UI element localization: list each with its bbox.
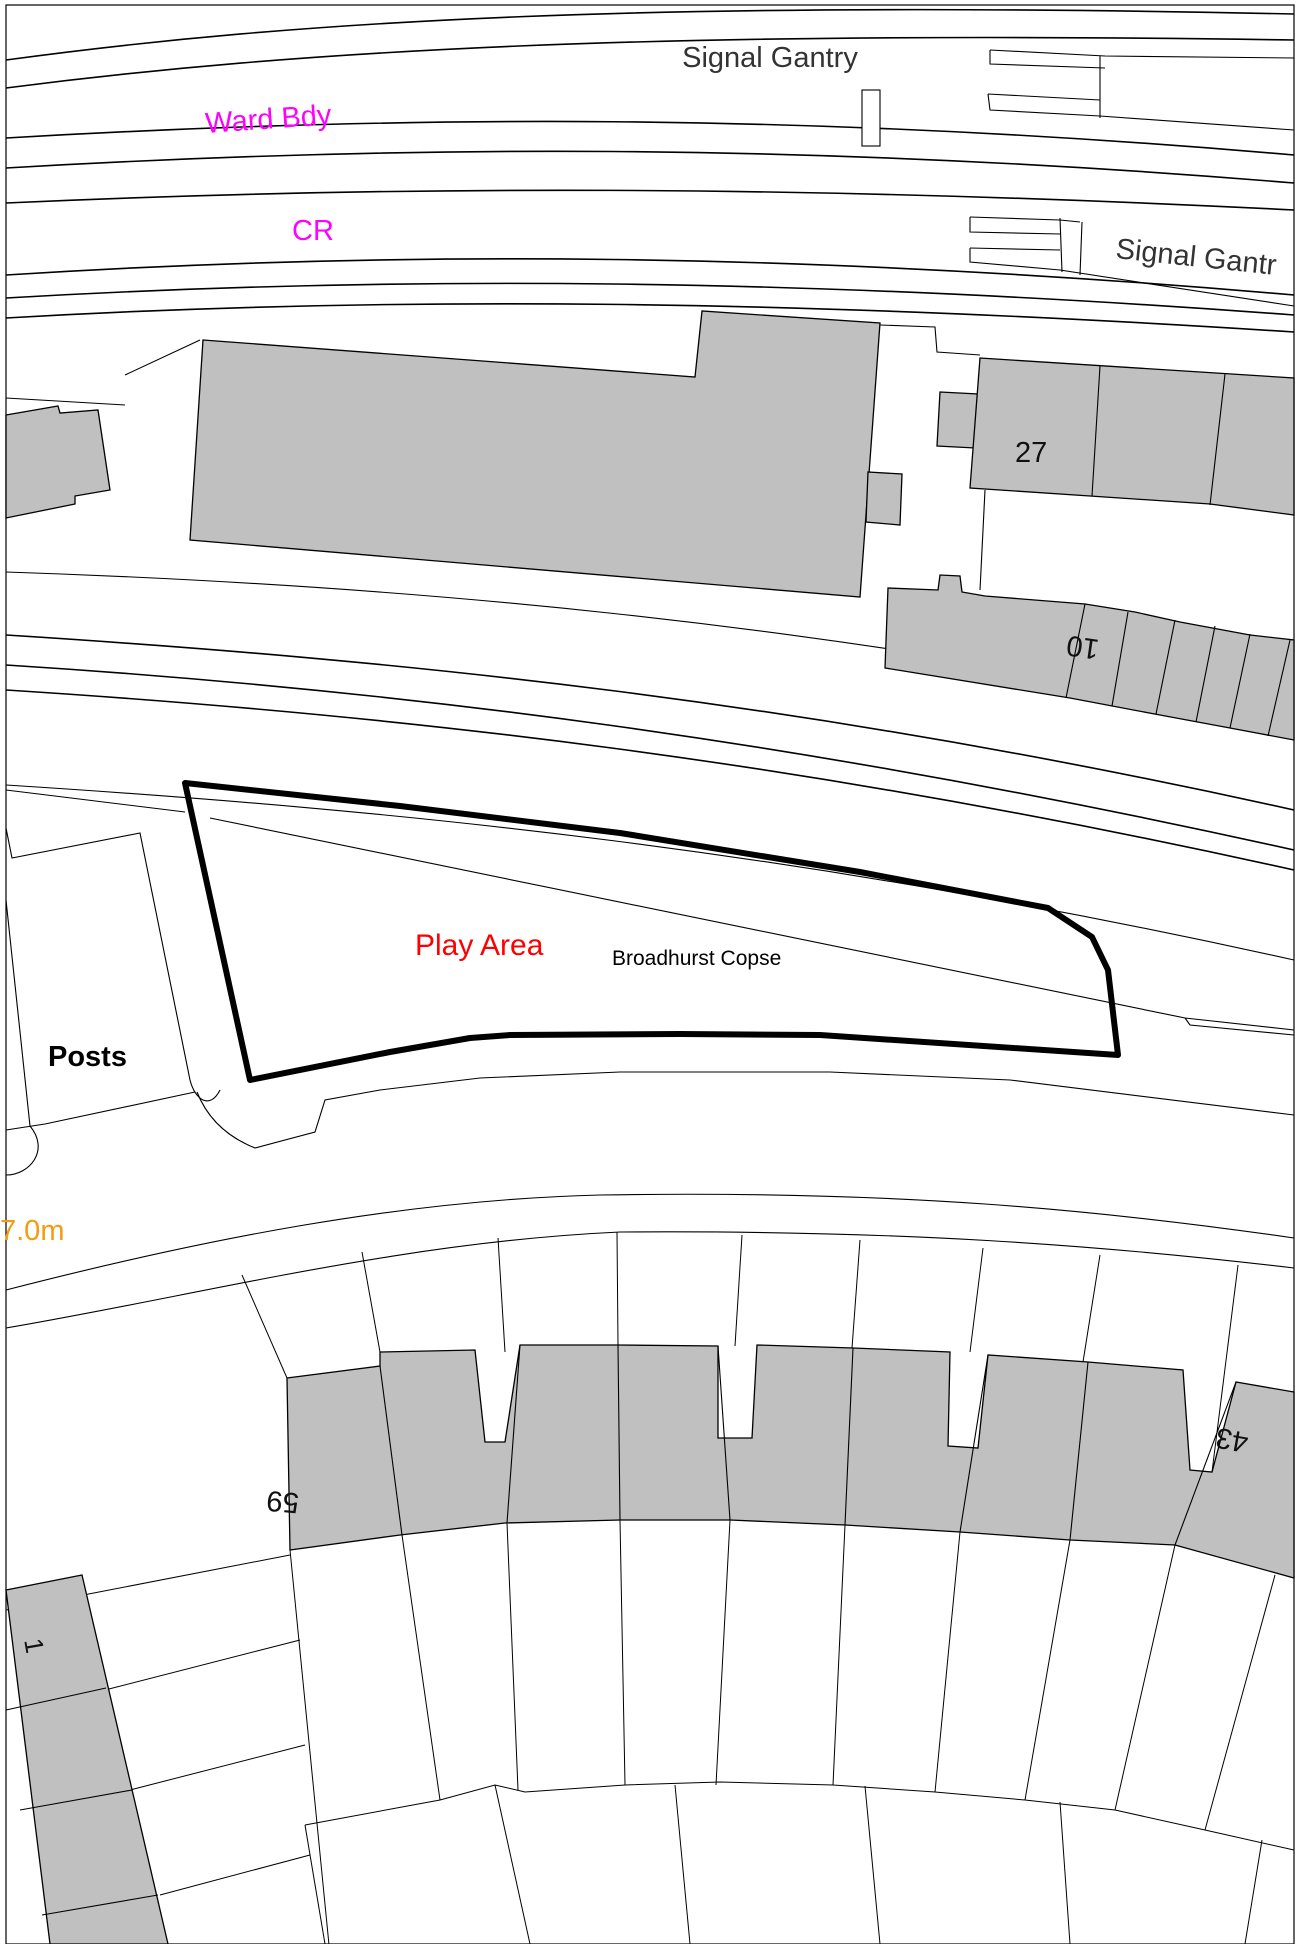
footpath-line bbox=[124, 339, 201, 376]
building-terrace-10 bbox=[884, 574, 1295, 741]
label-signal-gantry-south: Signal Gantr bbox=[1114, 233, 1278, 282]
copse-edge bbox=[1184, 1017, 1295, 1036]
house-number-43: 43 bbox=[1213, 1421, 1250, 1458]
house-number-1: 1 bbox=[18, 1636, 50, 1655]
road-south-edge bbox=[5, 1193, 1295, 1291]
signal-gantry-south bbox=[969, 216, 1295, 307]
plot-posts bbox=[5, 827, 221, 1102]
footpath-line bbox=[5, 397, 126, 406]
label-spot-height: 7.0m bbox=[0, 1215, 64, 1247]
road-north-edge bbox=[196, 1071, 1295, 1149]
building-terrace-south bbox=[286, 1344, 1295, 1579]
road-kerb bbox=[5, 1231, 1295, 1329]
house-number-59: 59 bbox=[265, 1484, 300, 1519]
label-signal-gantry-north: Signal Gantry bbox=[682, 42, 858, 74]
garden-plots bbox=[5, 1231, 1295, 1949]
signal-gantry-north bbox=[861, 49, 1295, 147]
boundary-line bbox=[879, 324, 981, 356]
label-broadhurst-copse: Broadhurst Copse bbox=[612, 947, 781, 970]
copse-inner-line bbox=[209, 817, 1295, 1031]
building-terrace-27 bbox=[936, 357, 1295, 516]
railway-tracks bbox=[5, 8, 1295, 961]
map-frame bbox=[5, 4, 1295, 1945]
label-play-area: Play Area bbox=[415, 929, 544, 962]
fence-line bbox=[5, 1091, 196, 1131]
plot-curve bbox=[5, 899, 39, 1176]
house-number-10: 10 bbox=[1065, 629, 1101, 665]
boundary-line bbox=[979, 489, 986, 591]
label-county-boundary: CR bbox=[292, 215, 334, 247]
label-posts: Posts bbox=[48, 1041, 127, 1073]
site-boundary[interactable] bbox=[182, 780, 1121, 1083]
fence-line bbox=[5, 789, 186, 813]
house-number-27: 27 bbox=[1015, 437, 1047, 469]
building-terrace-west bbox=[5, 1574, 169, 1945]
building-warehouse bbox=[189, 310, 903, 598]
label-ward-boundary: Ward Bdy bbox=[204, 99, 333, 140]
building-block-west bbox=[5, 405, 111, 519]
